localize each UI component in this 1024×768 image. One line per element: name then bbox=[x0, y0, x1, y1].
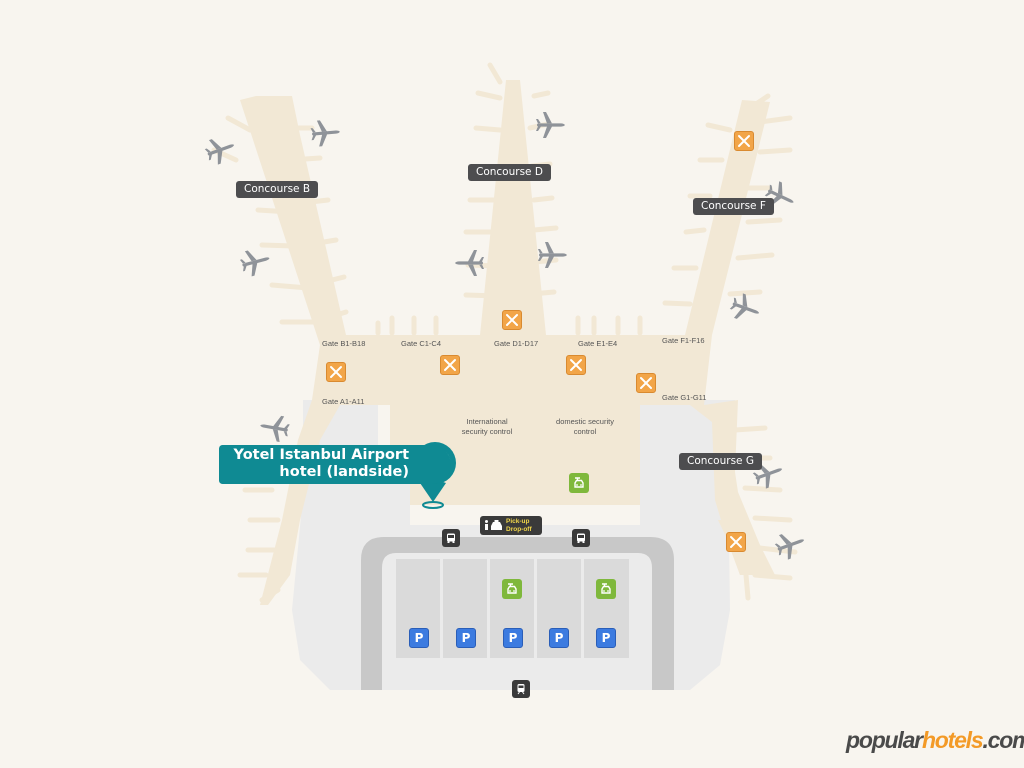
airplane-icon bbox=[257, 412, 292, 444]
concourse-b-label: Concourse B bbox=[236, 181, 319, 198]
parking-icon: P bbox=[549, 628, 569, 648]
parking-icon: P bbox=[596, 628, 616, 648]
airplane-icon bbox=[536, 112, 565, 138]
concourse-g-label: Concourse G bbox=[679, 453, 762, 470]
airplane-icon bbox=[538, 242, 567, 268]
bus-icon bbox=[442, 529, 460, 547]
food-icon bbox=[726, 532, 746, 552]
bus-icon bbox=[572, 529, 590, 547]
parking-icon: P bbox=[456, 628, 476, 648]
parking-icon: P bbox=[409, 628, 429, 648]
gate-a-label: Gate A1-A11 bbox=[322, 397, 365, 406]
brand-logo: popularhotels.com bbox=[846, 727, 1024, 753]
pickup-dropoff-badge: Pick-up Drop-off bbox=[480, 516, 542, 535]
taxi-icon bbox=[485, 520, 502, 530]
concourse-d-label: Concourse D bbox=[468, 164, 551, 181]
hotel-name-line1: Yotel Istanbul Airport bbox=[233, 447, 409, 463]
food-icon bbox=[636, 373, 656, 393]
car-rental-icon bbox=[596, 579, 616, 599]
airplane-icon bbox=[202, 132, 239, 168]
airplane-icon bbox=[238, 245, 273, 279]
food-icon bbox=[502, 310, 522, 330]
airplane-icon bbox=[309, 118, 342, 148]
gate-e-label: Gate E1-E4 bbox=[578, 339, 618, 348]
train-icon bbox=[512, 680, 530, 698]
hotel-callout[interactable]: Yotel Istanbul Airport hotel (landside) bbox=[219, 445, 451, 484]
food-icon bbox=[326, 362, 346, 382]
car-rental-icon bbox=[569, 473, 589, 493]
gate-b-label: Gate B1-B18 bbox=[322, 339, 366, 348]
international-security-label: International security control bbox=[461, 417, 513, 436]
domestic-security-label: domestic security control bbox=[556, 417, 614, 436]
hotel-pin bbox=[420, 480, 446, 509]
airplane-icon bbox=[772, 527, 809, 563]
dropoff-label: Drop-off bbox=[506, 525, 532, 533]
gate-g-label: Gate G1-G11 bbox=[662, 393, 707, 402]
food-icon bbox=[440, 355, 460, 375]
hotel-name-line2: hotel (landside) bbox=[279, 463, 409, 480]
pickup-label: Pick-up bbox=[506, 518, 530, 525]
food-icon bbox=[566, 355, 586, 375]
food-icon bbox=[734, 131, 754, 151]
car-rental-icon bbox=[502, 579, 522, 599]
parking-icon: P bbox=[503, 628, 523, 648]
gate-c-label: Gate C1-C4 bbox=[401, 339, 442, 348]
gate-d-label: Gate D1-D17 bbox=[494, 339, 539, 348]
concourse-f-label: Concourse F bbox=[693, 198, 774, 215]
airplane-icon bbox=[455, 250, 484, 276]
gate-f-label: Gate F1-F16 bbox=[662, 336, 705, 345]
road-loop bbox=[361, 537, 674, 690]
